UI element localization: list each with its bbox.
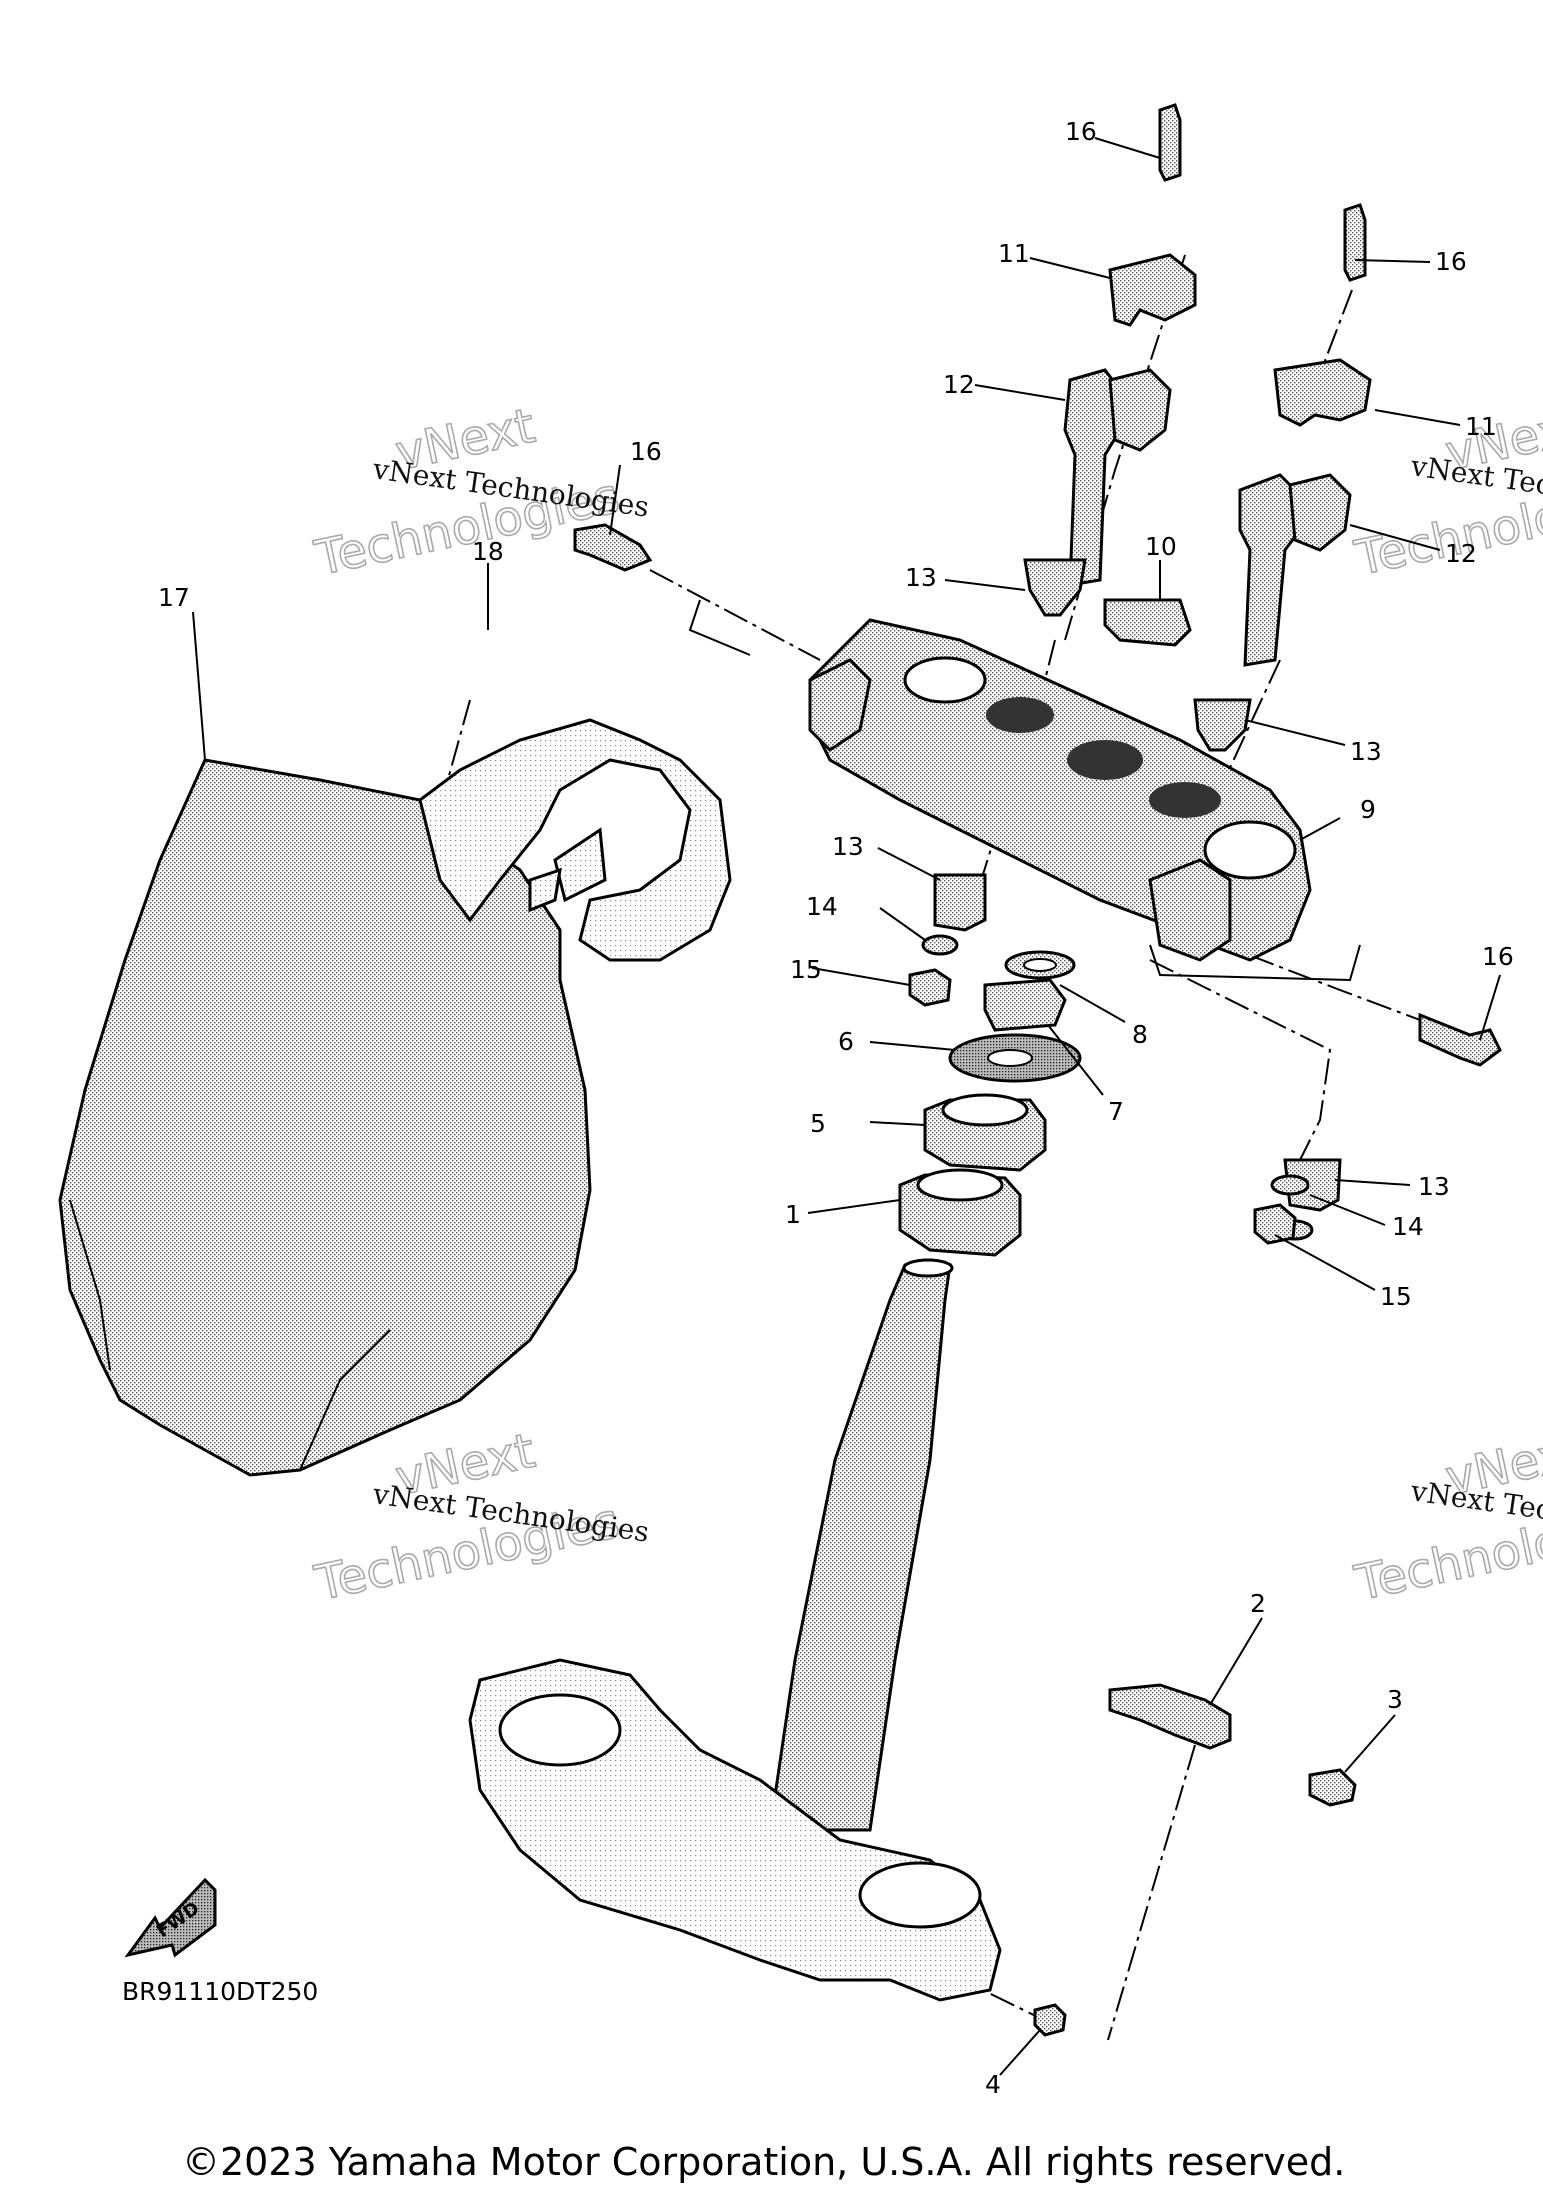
callout-13: 13 [905, 563, 937, 592]
diagram-code: BR91110DT250 [122, 1977, 318, 2006]
callout-1: 1 [785, 1200, 801, 1229]
callout-3: 3 [1387, 1685, 1403, 1714]
rubber-dampers [933, 558, 1342, 1212]
callout-16: 16 [1065, 117, 1097, 146]
handlebar-holder-left [1063, 103, 1197, 587]
callout-4: 4 [985, 2070, 1001, 2099]
callout-16: 16 [1482, 942, 1514, 971]
callout-12: 12 [1445, 539, 1477, 568]
callout-9: 9 [1360, 795, 1376, 824]
callout-13: 13 [1350, 737, 1382, 766]
handlebar-holder-right [1238, 203, 1372, 667]
leader-lines [192, 137, 1501, 2076]
collar-10 [1103, 598, 1192, 647]
callout-13: 13 [832, 832, 864, 861]
callout-7: 7 [1108, 1097, 1124, 1126]
callout-10: 10 [1145, 532, 1177, 561]
number-plate [58, 718, 732, 1477]
callout-16: 16 [630, 437, 662, 466]
callout-18: 18 [472, 537, 504, 566]
callout-13: 13 [1418, 1172, 1450, 1201]
callout-5: 5 [810, 1109, 826, 1138]
fwd-arrow-icon: FWD [124, 1877, 217, 1958]
upper-bracket [808, 618, 1312, 962]
callout-8: 8 [1132, 1020, 1148, 1049]
callout-2: 2 [1250, 1589, 1266, 1618]
callout-15: 15 [790, 955, 822, 984]
bolt-16-left [573, 523, 653, 572]
steering-stack [898, 950, 1082, 1257]
callout-labels: 16 11 16 12 11 16 12 18 13 10 17 13 9 13… [158, 117, 1514, 2099]
callout-14: 14 [1392, 1212, 1424, 1241]
callout-12: 12 [943, 370, 975, 399]
hose-clamp [1033, 1683, 1357, 2037]
callout-11: 11 [1465, 412, 1497, 441]
callout-16: 16 [1435, 247, 1467, 276]
bolt-16-right [1418, 1012, 1502, 1067]
callout-11: 11 [998, 239, 1030, 268]
callout-14: 14 [806, 892, 838, 921]
washers-nuts [908, 934, 1314, 1245]
steering-stem [468, 1258, 1002, 2002]
copyright-notice: ©2023 Yamaha Motor Corporation, U.S.A. A… [182, 2140, 1345, 2184]
callout-6: 6 [838, 1027, 854, 1056]
callout-17: 17 [158, 583, 190, 612]
callout-15: 15 [1380, 1282, 1412, 1311]
